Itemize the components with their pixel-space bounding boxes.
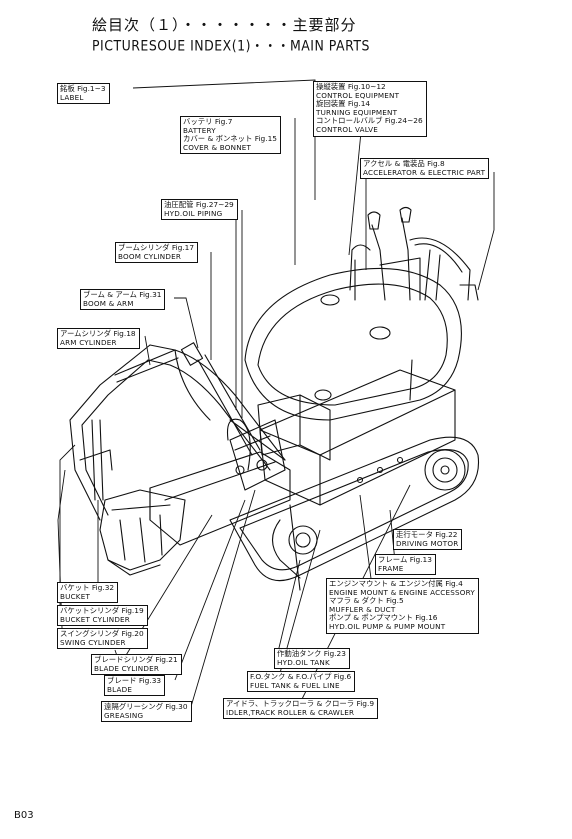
idler-japanese: アイドラ、トラックローラ & クローラ Fig.9 <box>226 699 375 708</box>
control-line6: CONTROL VALVE <box>316 124 379 134</box>
bucket-cylinder-japanese: バケットシリンダ Fig.19 <box>60 606 144 615</box>
label-box-blade: ブレード Fig.33 BLADE <box>104 675 166 697</box>
swing-cylinder-english: SWING CYLINDER <box>60 637 126 647</box>
hyd-tank-english: HYD.OIL TANK <box>277 657 330 667</box>
accelerator-line2: ACCELERATOR & ELECTRIC PART <box>363 167 486 177</box>
battery-line1: バッテリ Fig.7 <box>183 117 233 126</box>
control-line4: TURNING EQUIPMENT <box>316 107 398 117</box>
engine-line3: マフラ & ダクト Fig.5 <box>329 596 404 606</box>
idler-english: IDLER,TRACK ROLLER & CRAWLER <box>226 707 355 717</box>
label-english: LABEL <box>60 92 84 102</box>
label-box-bucket: バケット Fig.32 BUCKET <box>57 582 119 604</box>
battery-line4: COVER & BONNET <box>183 142 252 152</box>
label-box-engine: エンジンマウント & エンジン付属 Fig.4 ENGINE MOUNT & E… <box>326 578 479 634</box>
label-box-frame: フレーム Fig.13 FRAME <box>375 554 436 576</box>
driving-motor-english: DRIVING MOTOR <box>396 538 459 548</box>
label-box-hyd-piping: 油圧配管 Fig.27~29 HYD.OIL PIPING <box>161 199 238 221</box>
blade-japanese: ブレード Fig.33 <box>107 676 162 685</box>
label-box-battery: バッテリ Fig.7 BATTERY カバー & ボンネット Fig.15 CO… <box>180 116 281 155</box>
frame-english: FRAME <box>378 563 404 573</box>
bucket-japanese: バケット Fig.32 <box>60 583 115 592</box>
label-box-control: 操縦装置 Fig.10~12 CONTROL EQUIPMENT 旋回装置 Fi… <box>313 81 427 137</box>
blade-english: BLADE <box>107 684 133 694</box>
page-title-english: PICTURESOUE INDEX(1)・・・MAIN PARTS <box>92 37 370 54</box>
hyd-piping-english: HYD.OIL PIPING <box>164 208 223 218</box>
accelerator-line1: アクセル & 電装品 Fig.8 <box>363 159 445 168</box>
frame-japanese: フレーム Fig.13 <box>378 555 432 564</box>
control-line1: 操縦装置 Fig.10~12 <box>316 82 386 91</box>
label-box-driving-motor: 走行モータ Fig.22 DRIVING MOTOR <box>393 529 463 551</box>
label-box-greasing: 遠隔グリーシング Fig.30 GREASING <box>101 701 192 723</box>
label-box-bucket-cylinder: バケットシリンダ Fig.19 BUCKET CYLINDER <box>57 605 148 627</box>
label-japanese: 銘板 Fig.1~3 <box>60 84 106 93</box>
boom-arm-japanese: ブーム & アーム Fig.31 <box>83 290 162 299</box>
greasing-english: GREASING <box>104 710 144 720</box>
hyd-piping-japanese: 油圧配管 Fig.27~29 <box>164 200 234 209</box>
fuel-tank-english: FUEL TANK & FUEL LINE <box>250 680 340 690</box>
label-box-blade-cylinder: ブレードシリンダ Fig.21 BLADE CYLINDER <box>91 654 182 676</box>
control-line2: CONTROL EQUIPMENT <box>316 90 400 100</box>
bucket-cylinder-english: BUCKET CYLINDER <box>60 614 130 624</box>
page-number: B03 <box>14 810 34 821</box>
engine-line6: HYD.OIL PUMP & PUMP MOUNT <box>329 621 446 631</box>
boom-cylinder-japanese: ブームシリンダ Fig.17 <box>118 243 195 252</box>
fuel-tank-japanese: F.O.タンク & F.O.パイプ Fig.6 <box>250 672 352 681</box>
arm-cylinder-english: ARM CYLINDER <box>60 337 117 347</box>
bucket-english: BUCKET <box>60 591 91 601</box>
swing-cylinder-japanese: スイングシリンダ Fig.20 <box>60 629 144 638</box>
label-box-accelerator: アクセル & 電装品 Fig.8 ACCELERATOR & ELECTRIC … <box>360 158 490 180</box>
label-box-label: 銘板 Fig.1~3 LABEL <box>57 83 110 105</box>
blade-cylinder-english: BLADE CYLINDER <box>94 663 160 673</box>
label-box-boom-cylinder: ブームシリンダ Fig.17 BOOM CYLINDER <box>115 242 199 264</box>
label-box-fuel-tank: F.O.タンク & F.O.パイプ Fig.6 FUEL TANK & FUEL… <box>247 671 356 693</box>
control-line3: 旋回装置 Fig.14 <box>316 99 371 109</box>
control-line5: コントロールバルブ Fig.24~26 <box>316 116 423 126</box>
driving-motor-japanese: 走行モータ Fig.22 <box>396 530 458 539</box>
page-title-japanese: 絵目次（１）・・・・・・・主要部分 <box>92 16 357 34</box>
boom-arm-english: BOOM & ARM <box>83 298 134 308</box>
hyd-tank-japanese: 作動油タンク Fig.23 <box>277 649 346 658</box>
boom-cylinder-english: BOOM CYLINDER <box>118 251 182 261</box>
label-box-idler: アイドラ、トラックローラ & クローラ Fig.9 IDLER,TRACK RO… <box>223 698 379 720</box>
blade-cylinder-japanese: ブレードシリンダ Fig.21 <box>94 655 178 664</box>
label-box-boom-arm: ブーム & アーム Fig.31 BOOM & ARM <box>80 289 166 311</box>
engine-line2: ENGINE MOUNT & ENGINE ACCESSORY <box>329 587 475 597</box>
greasing-japanese: 遠隔グリーシング Fig.30 <box>104 702 188 711</box>
label-box-hyd-tank: 作動油タンク Fig.23 HYD.OIL TANK <box>274 648 350 670</box>
label-box-swing-cylinder: スイングシリンダ Fig.20 SWING CYLINDER <box>57 628 148 650</box>
label-box-arm-cylinder: アームシリンダ Fig.18 ARM CYLINDER <box>57 328 140 350</box>
battery-line3: カバー & ボンネット Fig.15 <box>183 134 277 144</box>
engine-line5: ポンプ & ポンプマウント Fig.16 <box>329 613 438 623</box>
arm-cylinder-japanese: アームシリンダ Fig.18 <box>60 329 136 338</box>
battery-line2: BATTERY <box>183 125 216 135</box>
engine-line1: エンジンマウント & エンジン付属 Fig.4 <box>329 579 463 588</box>
engine-line4: MUFFLER & DUCT <box>329 604 396 614</box>
